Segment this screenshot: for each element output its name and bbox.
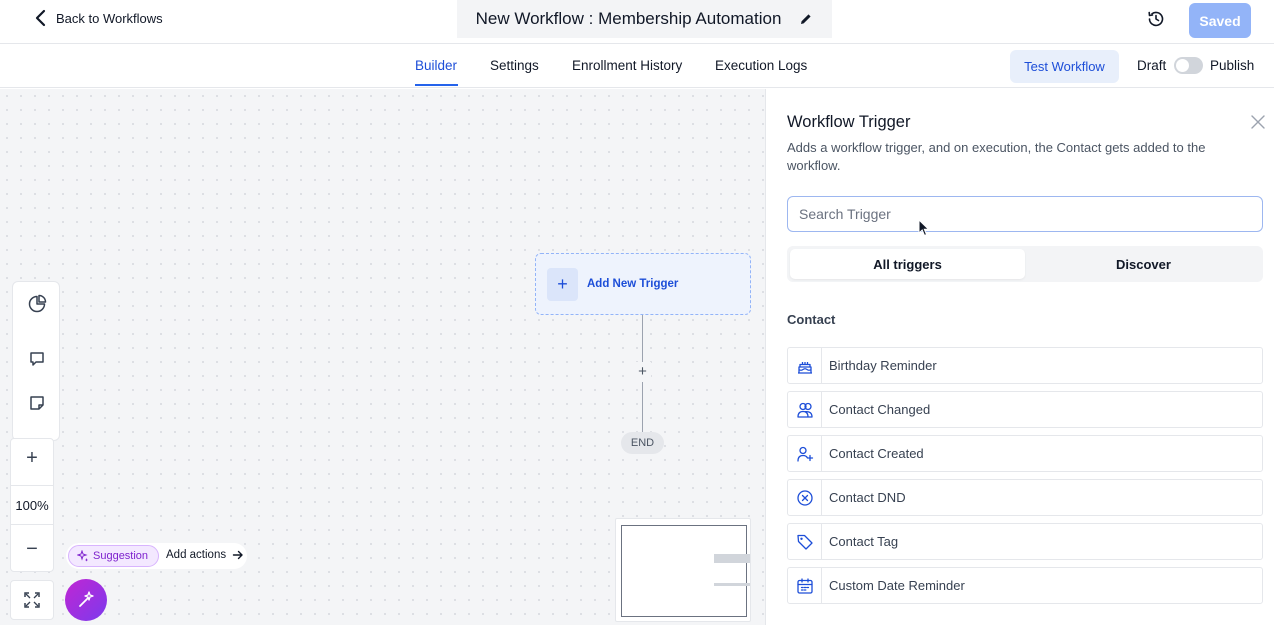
workflow-title: New Workflow : Membership Automation bbox=[475, 9, 782, 28]
minimap[interactable] bbox=[615, 518, 751, 622]
zoom-controls: + 100% − bbox=[10, 438, 54, 572]
tab-bar: Builder Settings Enrollment History Exec… bbox=[0, 45, 1274, 88]
trigger-item-contact-tag[interactable]: Contact Tag bbox=[787, 523, 1263, 560]
trigger-node-label: Add New Trigger bbox=[587, 278, 679, 290]
analytics-tool-button[interactable] bbox=[25, 292, 49, 316]
comment-tool-button[interactable] bbox=[25, 347, 49, 371]
note-tool-button[interactable] bbox=[25, 391, 49, 415]
tab-builder[interactable]: Builder bbox=[415, 58, 458, 73]
canvas-tools-panel bbox=[12, 281, 60, 441]
tab-execution-logs[interactable]: Execution Logs bbox=[715, 58, 808, 73]
trigger-label: Contact DND bbox=[829, 490, 906, 505]
fit-view-button[interactable] bbox=[10, 580, 54, 620]
mouse-cursor-icon bbox=[918, 219, 930, 237]
add-actions-link[interactable]: Add actions bbox=[166, 549, 244, 561]
suggestion-pill[interactable]: Suggestion bbox=[68, 545, 159, 567]
workflow-trigger-panel: Workflow Trigger Adds a workflow trigger… bbox=[765, 89, 1274, 625]
trigger-item-contact-created[interactable]: Contact Created bbox=[787, 435, 1263, 472]
users-icon bbox=[796, 402, 813, 418]
add-step-button[interactable]: + bbox=[634, 362, 651, 382]
trigger-item-contact-dnd[interactable]: Contact DND bbox=[787, 479, 1263, 516]
trigger-segment-control: All triggers Discover bbox=[787, 246, 1263, 282]
search-trigger-input[interactable] bbox=[787, 196, 1263, 232]
row-icon-cell bbox=[788, 480, 822, 515]
history-icon[interactable] bbox=[1146, 9, 1166, 29]
add-new-trigger-node[interactable]: + Add New Trigger bbox=[535, 253, 751, 315]
zoom-level: 100% bbox=[11, 485, 53, 525]
user-plus-icon bbox=[796, 446, 813, 462]
panel-title: Workflow Trigger bbox=[787, 113, 911, 131]
row-icon-cell bbox=[788, 568, 822, 603]
circle-x-icon bbox=[796, 489, 813, 506]
expand-icon bbox=[24, 592, 40, 608]
suggestion-label: Suggestion bbox=[93, 550, 149, 562]
trigger-label: Contact Tag bbox=[829, 534, 899, 549]
back-label: Back to Workflows bbox=[56, 10, 163, 26]
pie-chart-icon bbox=[28, 294, 47, 313]
minimap-viewport bbox=[621, 525, 750, 617]
tag-icon bbox=[796, 534, 813, 550]
trigger-label: Contact Created bbox=[829, 446, 924, 461]
ai-assistant-button[interactable] bbox=[65, 579, 107, 621]
publish-toggle[interactable] bbox=[1174, 57, 1203, 74]
active-tab-indicator bbox=[415, 84, 458, 86]
back-to-workflows-link[interactable]: Back to Workflows bbox=[34, 9, 163, 27]
publish-label: Publish bbox=[1210, 58, 1255, 73]
zoom-in-button[interactable]: + bbox=[26, 446, 38, 469]
segment-discover[interactable]: Discover bbox=[1116, 256, 1171, 272]
add-actions-label: Add actions bbox=[166, 549, 227, 561]
zoom-out-button[interactable]: − bbox=[26, 537, 38, 560]
row-icon-cell bbox=[788, 348, 822, 383]
trigger-item-custom-date-reminder[interactable]: Custom Date Reminder bbox=[787, 567, 1263, 604]
workflow-title-box[interactable]: New Workflow : Membership Automation bbox=[457, 0, 832, 38]
plus-icon: + bbox=[547, 267, 578, 301]
minimap-node bbox=[714, 554, 750, 563]
tab-enrollment-history[interactable]: Enrollment History bbox=[572, 58, 683, 73]
close-icon[interactable] bbox=[1251, 115, 1265, 129]
magic-wand-icon bbox=[79, 591, 94, 607]
row-icon-cell bbox=[788, 524, 822, 559]
row-icon-cell bbox=[788, 436, 822, 471]
draft-label: Draft bbox=[1137, 58, 1167, 73]
segment-all-triggers[interactable]: All triggers bbox=[790, 249, 1025, 279]
sticky-note-icon bbox=[30, 396, 44, 410]
cake-icon bbox=[797, 361, 812, 374]
sparkle-icon bbox=[77, 550, 88, 562]
tab-settings[interactable]: Settings bbox=[490, 58, 539, 73]
trigger-label: Birthday Reminder bbox=[829, 358, 937, 373]
trigger-label: Custom Date Reminder bbox=[829, 578, 965, 593]
panel-description: Adds a workflow trigger, and on executio… bbox=[787, 140, 1206, 173]
suggestion-bar: Suggestion Add actions bbox=[66, 543, 247, 569]
top-bar: Back to Workflows New Workflow : Members… bbox=[0, 0, 1274, 44]
test-workflow-button[interactable]: Test Workflow bbox=[1010, 50, 1119, 83]
trigger-label: Contact Changed bbox=[829, 402, 931, 417]
trigger-item-contact-changed[interactable]: Contact Changed bbox=[787, 391, 1263, 428]
section-label-contact: Contact bbox=[787, 312, 836, 327]
saved-button[interactable]: Saved bbox=[1189, 3, 1251, 38]
chevron-left-icon bbox=[35, 9, 46, 27]
toggle-knob bbox=[1176, 59, 1189, 72]
minimap-node bbox=[714, 583, 750, 586]
row-icon-cell bbox=[788, 392, 822, 427]
comment-icon bbox=[30, 352, 44, 366]
trigger-item-birthday-reminder[interactable]: Birthday Reminder bbox=[787, 347, 1263, 384]
end-node: END bbox=[621, 432, 664, 454]
workflow-canvas[interactable]: + Add New Trigger + END + 100% − Suggest… bbox=[0, 89, 765, 625]
calendar-icon bbox=[796, 577, 813, 594]
arrow-right-icon bbox=[232, 550, 243, 560]
pencil-icon[interactable] bbox=[799, 12, 813, 26]
